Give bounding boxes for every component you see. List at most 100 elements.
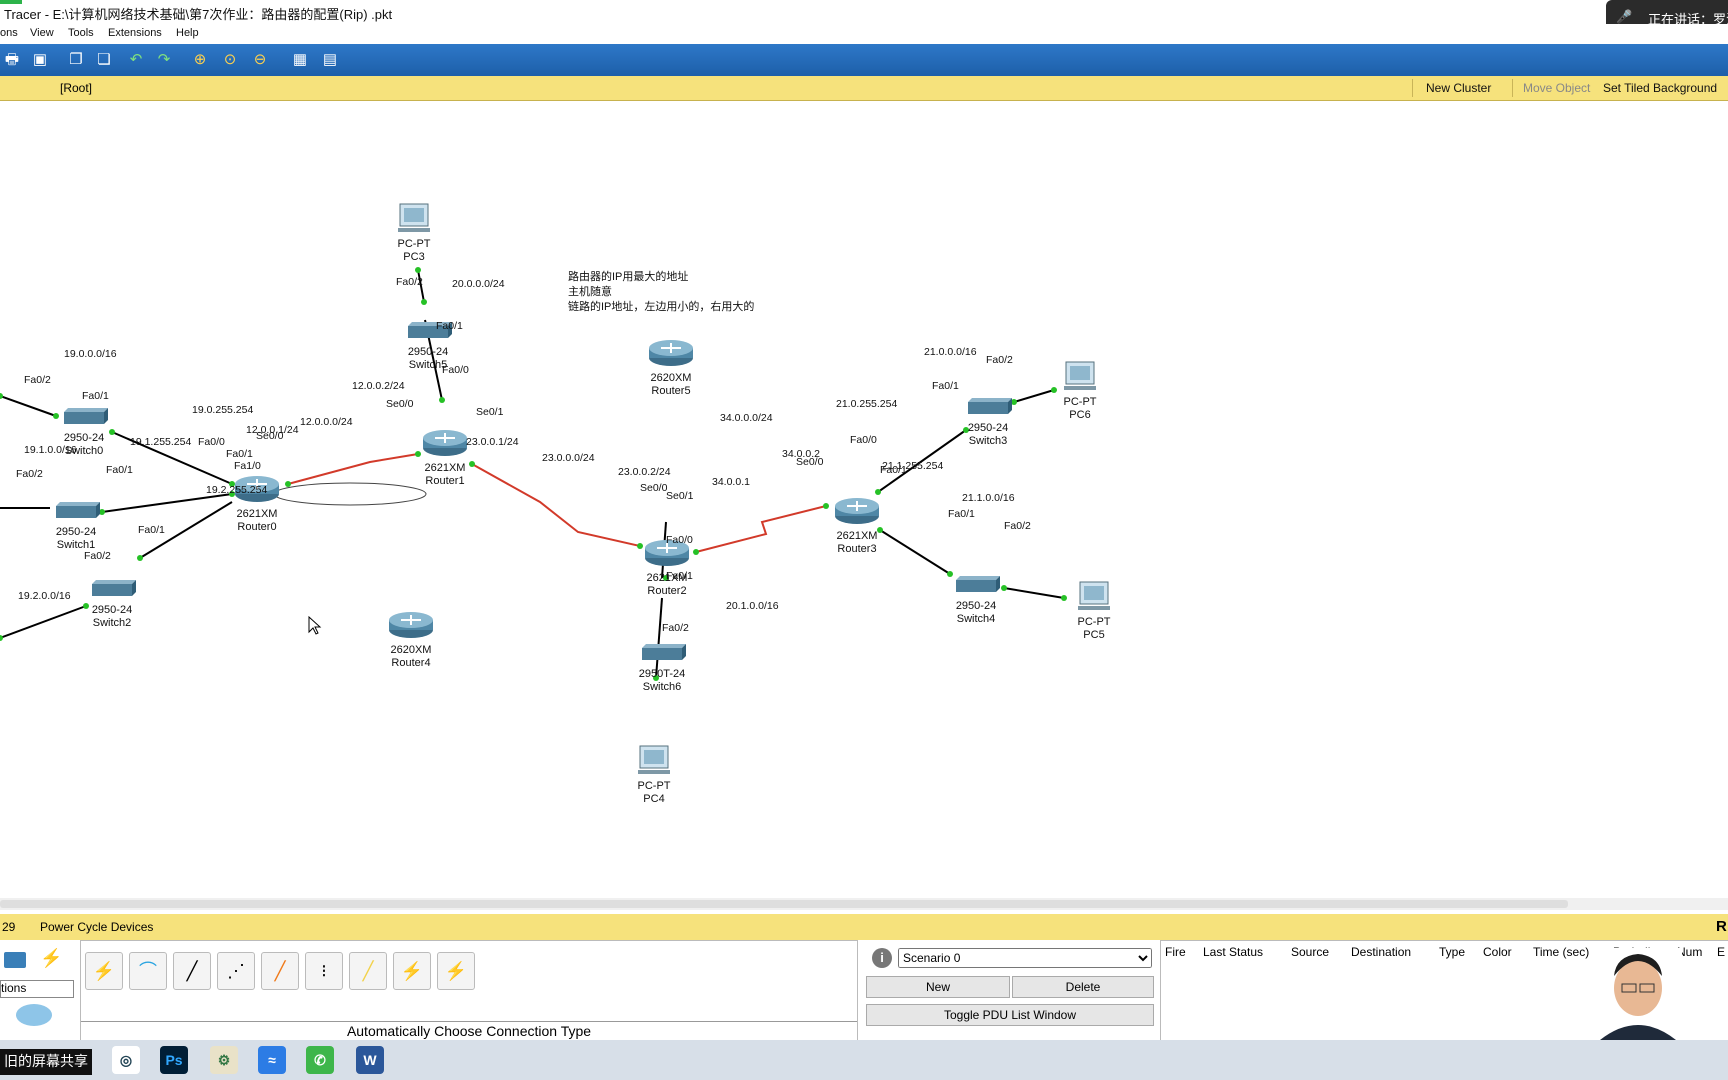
switch0[interactable]: 2950-24 Switch0 [58, 406, 110, 458]
device-name: PC5 [1083, 629, 1105, 641]
col-color: Color [1483, 945, 1512, 959]
pc5[interactable]: PC-PT PC5 [1072, 580, 1116, 642]
port-label: Fa0/0 [666, 534, 693, 546]
menu-help[interactable]: Help [176, 27, 199, 39]
switch6[interactable]: 2950T-24 Switch6 [636, 642, 688, 694]
cloud-icon[interactable] [16, 1004, 52, 1026]
link-label: 21.1.0.0/16 [962, 492, 1015, 504]
zoom-in-icon[interactable]: ⊕ [193, 51, 207, 68]
router1[interactable]: 2621XM Router1 [420, 428, 470, 488]
menu-tools[interactable]: Tools [68, 27, 94, 39]
router4[interactable]: 2620XM Router4 [386, 610, 436, 670]
toggle-pdu-list-button[interactable]: Toggle PDU List Window [866, 1004, 1154, 1026]
device-name: Router2 [647, 585, 687, 597]
horizontal-scrollbar[interactable] [0, 898, 1728, 910]
device-model: 2620XM [390, 644, 432, 656]
switch4[interactable]: 2950-24 Switch4 [950, 574, 1002, 626]
wireless-icon[interactable] [4, 952, 26, 968]
connections-icon[interactable]: ⚡ [40, 948, 63, 968]
port-label: Fa0/0 [198, 436, 225, 448]
screen-share-label[interactable]: 旧的屏幕共享 [0, 1049, 92, 1075]
col-fire: Fire [1165, 945, 1186, 959]
switch1[interactable]: 2950-24 Switch1 [50, 500, 102, 552]
router0[interactable]: 2621XM Router0 [232, 474, 282, 534]
menu-extensions[interactable]: Extensions [108, 27, 162, 39]
link-label: 19.1.255.254 [130, 436, 192, 448]
device-search-field[interactable]: tions [0, 980, 74, 998]
auto-connection-icon[interactable]: ⚡ [85, 952, 123, 990]
scenario-select[interactable]: Scenario 0 [898, 948, 1152, 968]
logical-canvas[interactable]: 路由器的IP用最大的地址 主机随意 链路的IP地址，左边用小的，右用大的 PC-… [0, 102, 1728, 902]
copy-icon[interactable]: ❐ [69, 51, 83, 68]
device-search-text: tions [1, 981, 27, 995]
menu-options[interactable]: ons [0, 27, 18, 39]
window-accent [0, 0, 22, 4]
webcam-overlay [1592, 948, 1682, 1040]
router-icon [645, 540, 689, 566]
link-label: 34.0.0.1 [712, 476, 750, 488]
delete-scenario-button[interactable]: Delete [1012, 976, 1154, 998]
move-object-button[interactable]: Move Object [1523, 81, 1591, 95]
network-icon[interactable]: ◎ [112, 1046, 140, 1074]
wizard-icon[interactable]: ▣ [32, 51, 48, 68]
photoshop-icon[interactable]: Ps [160, 1046, 188, 1074]
custom-device-icon[interactable]: ▤ [322, 51, 338, 68]
col-source: Source [1291, 945, 1330, 959]
switch-icon [92, 580, 136, 596]
presenter-avatar [1592, 948, 1682, 1040]
device-model: PC-PT [637, 780, 671, 792]
router-icon [649, 340, 693, 366]
root-breadcrumb[interactable]: [Root] [60, 81, 93, 95]
print-icon[interactable]: 🖶 [4, 51, 20, 68]
fiber-icon[interactable]: ╱ [261, 952, 299, 990]
packet-tracer-icon[interactable]: ⚙ [210, 1046, 238, 1074]
set-tiled-background-button[interactable]: Set Tiled Background [1603, 81, 1718, 95]
new-scenario-button[interactable]: New [866, 976, 1010, 998]
port-label: Fa0/2 [1004, 520, 1031, 532]
connection-type-caption: Automatically Choose Connection Type [81, 1021, 857, 1040]
zoom-out-icon[interactable]: ⊖ [253, 51, 267, 68]
wechat-icon[interactable]: ✆ [306, 1046, 334, 1074]
phone-icon[interactable]: ⁝ [305, 952, 343, 990]
info-icon[interactable]: i [872, 948, 892, 968]
redo-icon[interactable]: ↷ [157, 51, 171, 68]
taskbar: 旧的屏幕共享 ◎ Ps ⚙ ≈ ✆ W [0, 1040, 1728, 1080]
pc-icon [1078, 581, 1110, 610]
paste-icon[interactable]: ❏ [97, 51, 111, 68]
new-cluster-button[interactable]: New Cluster [1426, 81, 1492, 95]
console-cable-icon[interactable]: ⌒ [129, 952, 167, 990]
device-model: 2950-24 [407, 346, 449, 358]
power-cycle-devices-button[interactable]: Power Cycle Devices [40, 920, 154, 934]
port-label: Se0/0 [640, 482, 668, 494]
crossover-icon[interactable]: ⋰ [217, 952, 255, 990]
bottom-panel: ⚡ tions ⚡ ⌒ ╱ ⋰ ╱ ⁝ ╱ ⚡ ⚡ Automatically … [0, 940, 1728, 1042]
pc3[interactable]: PC-PT PC3 [392, 202, 436, 264]
menu-bar: ons View Tools Extensions Help [0, 24, 1728, 44]
link-label: 12.0.0.1/24 [246, 424, 299, 436]
word-icon[interactable]: W [356, 1046, 384, 1074]
switch3[interactable]: 2950-24 Switch3 [962, 396, 1014, 448]
switch5[interactable]: 2950-24 Switch5 [402, 320, 454, 372]
router2[interactable]: 2621XM Router2 [642, 538, 692, 598]
router3[interactable]: 2621XM Router3 [832, 496, 882, 556]
router5[interactable]: 2620XM Router5 [646, 338, 696, 398]
serial-dce-icon[interactable]: ⚡ [393, 952, 431, 990]
serial-dte-icon[interactable]: ⚡ [437, 952, 475, 990]
straight-through-icon[interactable]: ╱ [173, 952, 211, 990]
coaxial-icon[interactable]: ╱ [349, 952, 387, 990]
menu-view[interactable]: View [30, 27, 54, 39]
port-label: Fa0/2 [16, 468, 43, 480]
undo-icon[interactable]: ↶ [129, 51, 143, 68]
device-type-panel: ⚡ tions [0, 940, 76, 1040]
scrollbar-thumb[interactable] [0, 900, 1568, 908]
port-label: Fa0/2 [396, 276, 423, 288]
meeting-icon[interactable]: ≈ [258, 1046, 286, 1074]
palette-icon[interactable]: ▦ [292, 51, 308, 68]
pc6[interactable]: PC-PT PC6 [1058, 360, 1102, 422]
port-label: Fa0/1 [138, 524, 165, 536]
device-model: 2620XM [650, 372, 692, 384]
switch2[interactable]: 2950-24 Switch2 [86, 578, 138, 630]
pc4[interactable]: PC-PT PC4 [632, 744, 676, 806]
zoom-reset-icon[interactable]: ⊙ [223, 51, 237, 68]
link-label: 34.0.0.2 [782, 448, 820, 460]
